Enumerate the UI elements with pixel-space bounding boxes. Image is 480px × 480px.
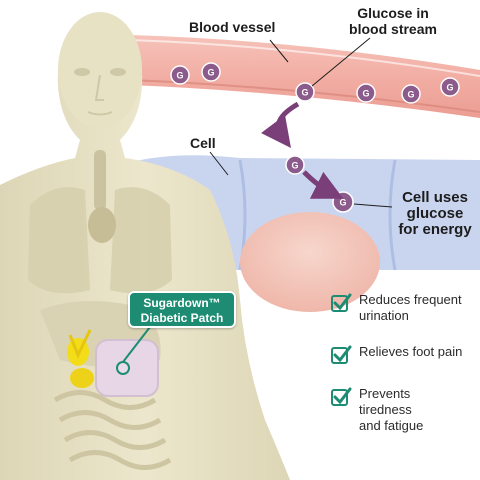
patch-label-line2: Diabetic Patch (140, 311, 224, 325)
patch-label: Sugardown™ Diabetic Patch (128, 291, 236, 328)
svg-text:G: G (407, 90, 414, 100)
glucose-molecules: G G G G G G G G (170, 62, 460, 213)
glucose-label-line2: blood stream (349, 21, 437, 37)
energy-label: Cell uses glucose for energy (390, 190, 480, 238)
benefit-text-line: and fatigue (359, 418, 424, 433)
cell-pointer (209, 151, 229, 176)
benefit-text-line: Relieves foot pain (359, 344, 463, 359)
benefit-item: Reduces frequent urination (330, 292, 462, 324)
svg-text:G: G (176, 71, 183, 81)
uptake-arrow (261, 101, 300, 149)
svg-text:G: G (301, 88, 308, 98)
benefit-text-line: urination (359, 308, 409, 323)
blood-vessel-label: Blood vessel (189, 19, 276, 35)
benefit-item: Prevents tiredness and fatigue (330, 386, 423, 434)
energy-pointer (353, 203, 393, 208)
glucose-label-line1: Glucose in (357, 5, 429, 21)
energy-label-line3: for energy (398, 221, 472, 238)
benefit-text-line: tiredness (359, 402, 412, 417)
svg-text:G: G (446, 83, 453, 93)
cell-entry-arrow (302, 170, 344, 199)
human-body (0, 12, 290, 480)
cell-nucleus (240, 212, 380, 312)
cell-label: Cell (190, 135, 216, 151)
energy-label-line2: glucose (406, 205, 464, 222)
glucose-label: Glucose in blood stream (343, 5, 443, 37)
benefit-item: Relieves foot pain (330, 344, 462, 366)
checkbox-check-icon (331, 387, 352, 406)
benefit-text-line: Reduces frequent (359, 292, 462, 307)
svg-text:G: G (291, 161, 298, 171)
vessel-pointer (269, 39, 289, 63)
benefit-text: Reduces frequent urination (359, 292, 462, 324)
checkbox-check-icon (331, 345, 352, 364)
benefit-text: Prevents tiredness and fatigue (359, 386, 423, 434)
patch-label-line1: Sugardown™ (143, 296, 221, 310)
energy-label-line1: Cell uses (402, 189, 468, 206)
benefit-text: Relieves foot pain (359, 344, 462, 360)
benefit-text-line: Prevents (359, 386, 411, 401)
svg-text:G: G (339, 198, 346, 208)
glucose-pointer (311, 37, 371, 87)
patch-leader-line (122, 326, 151, 363)
svg-text:G: G (362, 89, 369, 99)
svg-text:G: G (207, 68, 214, 78)
checkbox-check-icon (331, 293, 352, 312)
